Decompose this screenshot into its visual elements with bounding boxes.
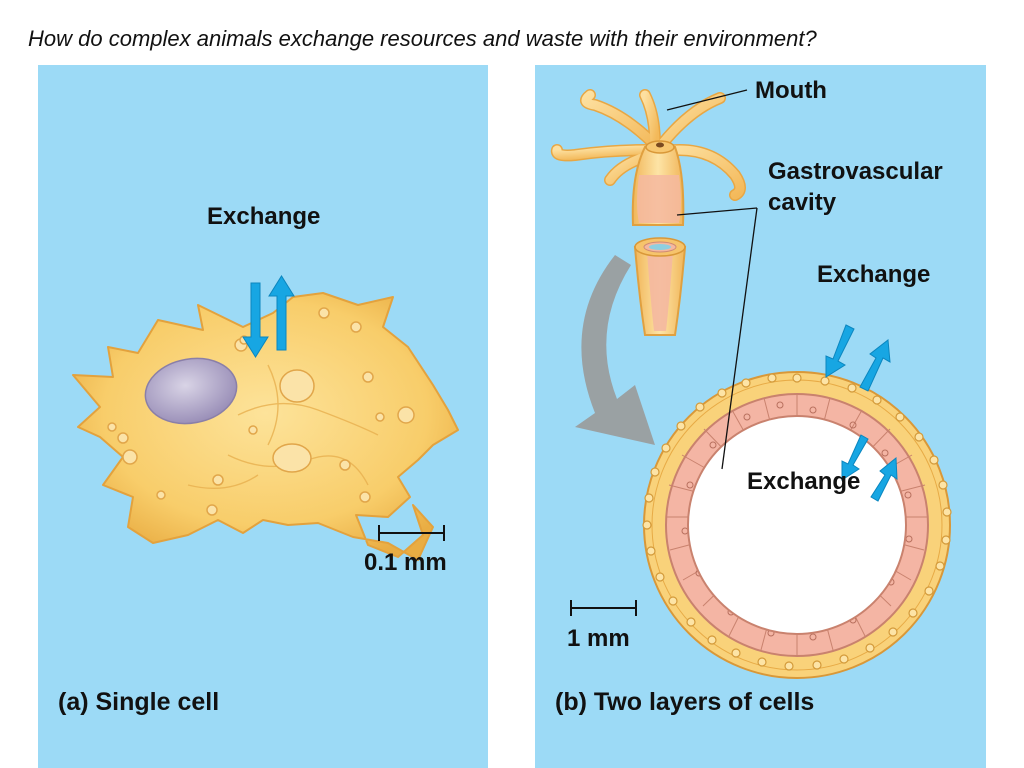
cavity-label-line2: cavity (768, 189, 837, 216)
slide-question: How do complex animals exchange resource… (28, 26, 817, 51)
arrow-out-icon (268, 275, 295, 351)
arrow-in-inner-icon (841, 434, 869, 481)
exchange-arrows-b-outer (825, 324, 891, 392)
scale-bar-b (570, 600, 637, 616)
scale-bar-a (378, 525, 445, 541)
body-cross-section (642, 371, 952, 679)
mouth-label: Mouth (755, 77, 827, 104)
exchange-label-a: Exchange (207, 203, 321, 230)
amoeba-illustration (72, 275, 459, 561)
exchange-inner-label: Exchange (747, 468, 861, 495)
outer-cell-layer (642, 373, 952, 671)
leader-lines (666, 89, 758, 470)
magnify-arrow-icon (575, 255, 655, 445)
cavity-label-line1: Gastrovascular (768, 158, 943, 185)
scale-label-b: 1 mm (567, 625, 630, 652)
panel-single-cell: Exchange 0.1 mm (a) Single cell (38, 65, 488, 768)
arrow-out-outer-icon (859, 339, 891, 392)
nucleus (144, 357, 238, 425)
gastrovascular-lumen (687, 415, 907, 635)
scale-label-a: 0.1 mm (364, 549, 447, 576)
panel-two-layers: Mouth Gastrovascular cavity Exchange Exc… (535, 65, 986, 768)
arrow-out-inner-icon (870, 456, 898, 502)
caption-a: (a) Single cell (58, 688, 220, 716)
amoeba-body (72, 292, 459, 561)
arrow-in-outer-icon (825, 324, 855, 378)
mouth-opening (656, 142, 664, 148)
caption-b: (b) Two layers of cells (555, 688, 815, 716)
exchange-arrows-a (242, 275, 295, 358)
vacuoles (107, 307, 415, 516)
arrow-in-icon (242, 282, 269, 358)
exchange-outer-label: Exchange (817, 261, 931, 288)
exchange-arrows-b-inner (841, 434, 898, 502)
cytoplasm-strands (187, 364, 379, 490)
hydra-illustration (550, 89, 952, 679)
